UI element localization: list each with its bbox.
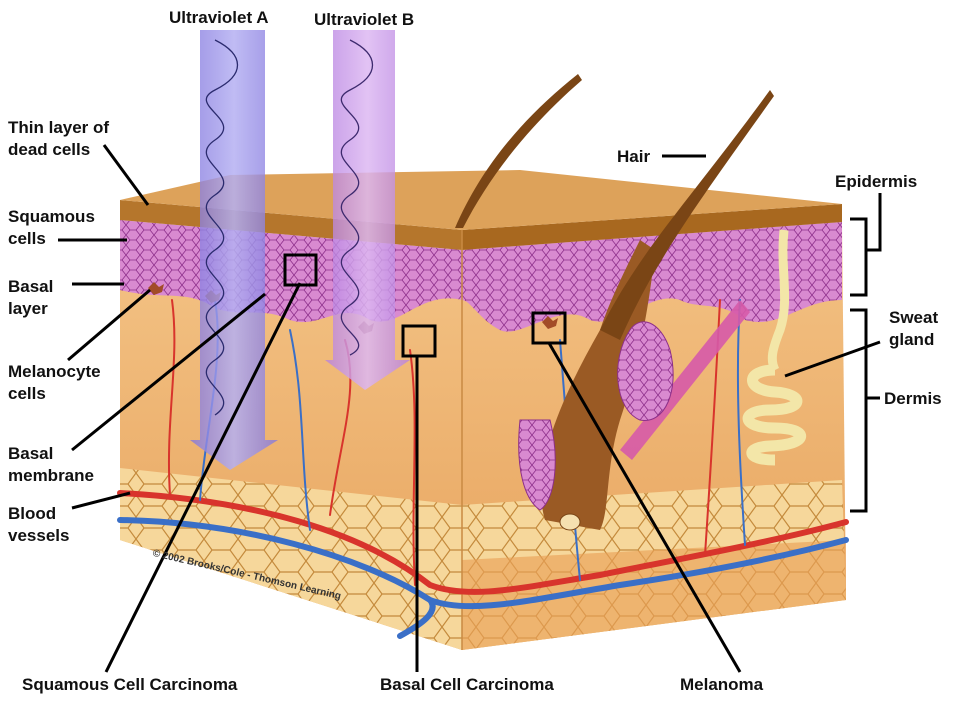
uvb-beam: [325, 30, 410, 390]
epidermis-bracket-tick: [866, 193, 882, 252]
arrector-muscle: [620, 300, 750, 460]
leader-basal-membrane: [71, 292, 266, 452]
uva-beam: [190, 30, 278, 470]
dermis-bracket: [850, 308, 868, 513]
label-squamous-cell-carcinoma: Squamous Cell Carcinoma: [22, 675, 238, 694]
epidermis-right: [462, 222, 842, 332]
label-basal-cell-carcinoma: Basal Cell Carcinoma: [380, 675, 554, 694]
label-hair: Hair: [617, 147, 651, 166]
blood-vessels: [117, 299, 849, 639]
sweat-coil: [742, 364, 807, 466]
label-melanocyte-cells: Melanocyte cells: [8, 362, 101, 403]
label-basal-membrane: Basal membrane: [8, 444, 94, 485]
leader-lines: [58, 144, 881, 673]
label-basal-layer: Basal layer: [8, 277, 54, 318]
dead-cell-layer-right: [462, 204, 842, 250]
label-blood-vessels: Blood vessels: [8, 504, 70, 545]
vein-branch-2: [289, 329, 311, 531]
leader-melanoma: [547, 342, 742, 673]
leader-sweat-gland: [784, 340, 881, 378]
label-melanoma: Melanoma: [680, 675, 764, 694]
sweat-gland: [742, 229, 807, 466]
melanocyte-1: [148, 282, 164, 295]
deep-dermis-band: [462, 540, 846, 650]
hair-shaft: [600, 90, 774, 340]
artery-branch-3: [409, 349, 416, 586]
label-ultraviolet-a: Ultraviolet A: [169, 8, 269, 27]
leader-blood-vessels: [71, 491, 131, 510]
label-epidermis: Epidermis: [835, 172, 918, 191]
leader-thin-layer: [102, 144, 150, 206]
artery-branch-1: [167, 299, 176, 496]
hair-shaft-left: [455, 74, 582, 228]
bcc-box: [401, 324, 437, 358]
label-thin-layer-dead-cells: Thin layer of dead cells: [8, 118, 110, 159]
label-sweat-gland: Sweat gland: [889, 308, 939, 349]
brackets: [850, 193, 882, 513]
label-squamous-cells: Squamous cells: [8, 207, 95, 248]
sebaceous-gland: [518, 321, 674, 511]
leader-melanocyte: [67, 288, 151, 362]
vein-outlet: [397, 597, 436, 639]
leader-scc: [104, 282, 302, 673]
skin-surface-top: [120, 170, 842, 230]
hair-structure: [455, 74, 774, 531]
label-ultraviolet-b: Ultraviolet B: [314, 10, 415, 29]
hair-bulb: [559, 513, 581, 531]
fat-layer-front: [120, 468, 462, 650]
melanocyte-4: [542, 316, 558, 329]
epidermis-bracket: [850, 217, 868, 297]
label-dermis: Dermis: [884, 389, 942, 408]
vein-main: [117, 517, 849, 610]
sweat-duct: [767, 229, 790, 373]
artery-main: [117, 490, 849, 595]
vein-branch-4: [736, 299, 746, 546]
